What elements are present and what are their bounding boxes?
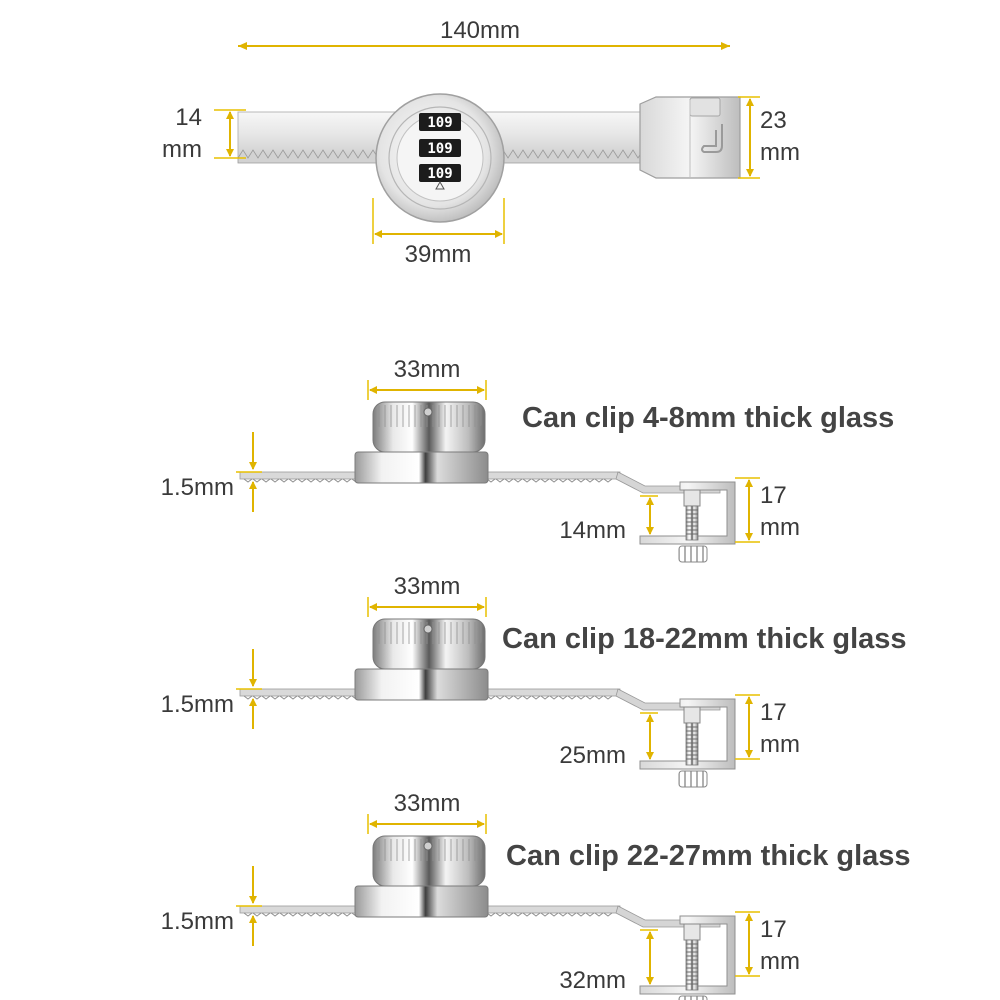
knob-indicator-icon — [423, 841, 433, 851]
top-bracket — [639, 96, 741, 179]
bar-thickness-label: 1.5mm — [161, 474, 234, 501]
body-diameter-dimension: 39mm — [372, 198, 505, 268]
bracket-height-label-1: 17 — [760, 482, 787, 509]
bracket-height-label-2: mm — [760, 139, 800, 166]
glass-thickness-caption: Can clip 18-22mm thick glass — [502, 623, 907, 655]
clamp-screw — [685, 505, 699, 541]
screw-pad — [683, 923, 701, 941]
glass-thickness-caption: Can clip 22-27mm thick glass — [506, 840, 911, 872]
thumb-nut — [678, 545, 708, 563]
body-diameter-label: 39mm — [405, 241, 472, 268]
screw-pad — [683, 489, 701, 507]
dial-window-1: 109 — [419, 113, 461, 131]
top-diameter-label: 33mm — [394, 356, 461, 383]
base-flange — [354, 451, 489, 484]
clip-opening-label: 25mm — [559, 742, 626, 769]
bracket-height-label-1: 23 — [760, 107, 787, 134]
bracket-height-label-2: mm — [760, 948, 800, 975]
bracket-height-label-2: mm — [760, 731, 800, 758]
bracket-height-label-2: mm — [760, 514, 800, 541]
base-flange — [354, 885, 489, 918]
arrow-mark-icon — [435, 180, 445, 190]
knob-indicator-icon — [423, 624, 433, 634]
clip-opening-label: 32mm — [559, 967, 626, 994]
clip-opening-label: 14mm — [559, 517, 626, 544]
thumb-nut — [678, 770, 708, 788]
bracket-height-dimension: 23 mm — [738, 96, 800, 179]
bar-height-dimension: 14 mm — [162, 104, 246, 163]
base-flange — [354, 668, 489, 701]
dial-digits-3: 109 — [427, 166, 452, 182]
top-diameter-label: 33mm — [394, 790, 461, 817]
screw-pad — [683, 706, 701, 724]
dial-digits-2: 109 — [427, 141, 452, 157]
top-view: 140mm 109 109 — [162, 17, 800, 268]
bar-thickness-label: 1.5mm — [161, 691, 234, 718]
bar-thickness-label: 1.5mm — [161, 908, 234, 935]
width-dimension: 140mm — [238, 17, 730, 50]
dial-window-2: 109 — [419, 139, 461, 157]
dial-digits-1: 109 — [427, 115, 452, 131]
thumb-nut — [678, 995, 708, 1000]
bar-height-label-1: 14 — [175, 104, 202, 131]
width-label: 140mm — [440, 17, 520, 44]
glass-thickness-caption: Can clip 4-8mm thick glass — [522, 402, 894, 434]
combination-lock-body: 109 109 109 — [375, 93, 505, 223]
bracket-height-label-1: 17 — [760, 699, 787, 726]
bracket-height-label-1: 17 — [760, 916, 787, 943]
dial-window-3: 109 — [419, 164, 461, 182]
top-diameter-label: 33mm — [394, 573, 461, 600]
bar-height-label-2: mm — [162, 136, 202, 163]
knob-indicator-icon — [423, 407, 433, 417]
